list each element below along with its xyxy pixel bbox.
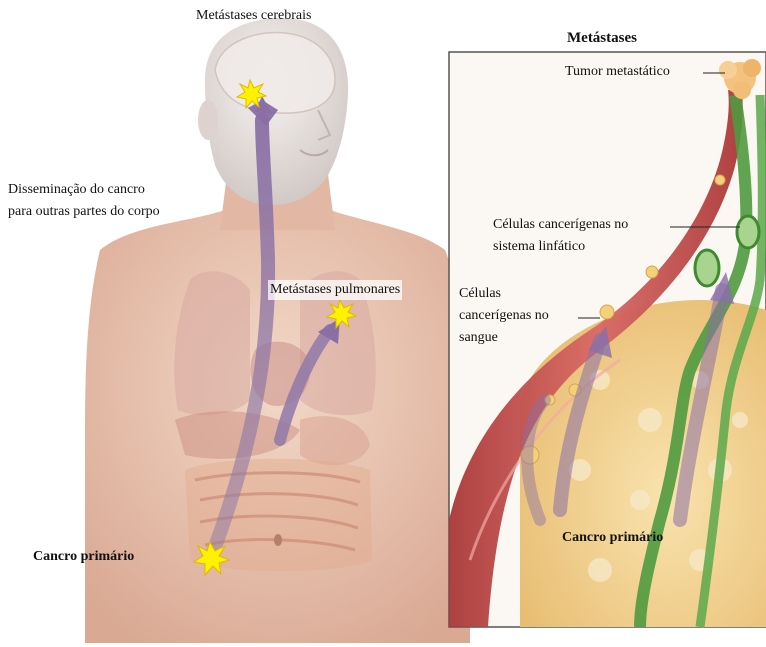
label-primary-cancer-body: Cancro primário bbox=[33, 547, 134, 567]
label-primary-cancer-inset: Cancro primário bbox=[562, 528, 663, 548]
label-blood-line2: cancerígenas no bbox=[459, 306, 549, 326]
label-blood-line1: Células bbox=[459, 284, 501, 304]
label-lung-metastases: Metástases pulmonares bbox=[268, 280, 402, 300]
inset-title: Metástases bbox=[567, 28, 637, 48]
label-lymph-line1: Células cancerígenas no bbox=[493, 215, 628, 235]
label-lymph-line2: sistema linfático bbox=[493, 237, 585, 257]
human-body bbox=[85, 18, 470, 643]
label-brain-metastases: Metástases cerebrais bbox=[196, 6, 311, 26]
label-blood-line3: sangue bbox=[459, 328, 498, 348]
label-spread-line2: para outras partes do corpo bbox=[8, 202, 160, 222]
label-metastatic-tumor: Tumor metastático bbox=[565, 62, 670, 82]
label-spread-line1: Disseminação do cancro bbox=[8, 180, 145, 200]
